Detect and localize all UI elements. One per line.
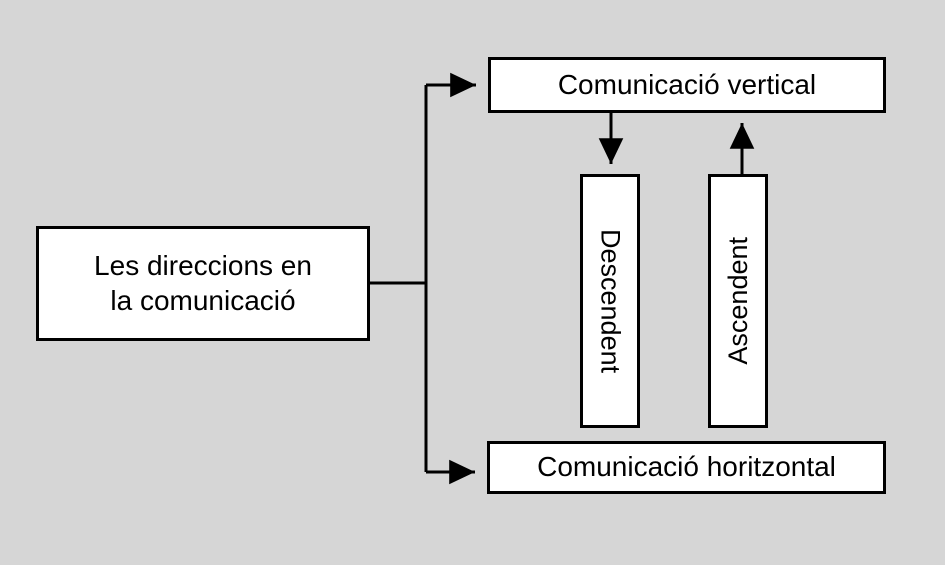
- node-descendent-label: Descendent: [595, 228, 626, 374]
- node-root: Les direccions en la comunicació: [36, 226, 370, 341]
- node-comunicacio-horitzontal-label: Comunicació horitzontal: [537, 451, 836, 483]
- node-ascendent-label: Ascendent: [722, 237, 753, 365]
- node-ascendent: Ascendent: [708, 174, 768, 428]
- node-descendent: Descendent: [580, 174, 640, 428]
- node-root-label: Les direccions en la comunicació: [94, 250, 312, 316]
- node-comunicacio-vertical-label: Comunicació vertical: [557, 68, 817, 100]
- node-comunicacio-vertical: Comunicació vertical: [488, 57, 886, 113]
- node-comunicacio-horitzontal: Comunicació horitzontal: [487, 441, 886, 494]
